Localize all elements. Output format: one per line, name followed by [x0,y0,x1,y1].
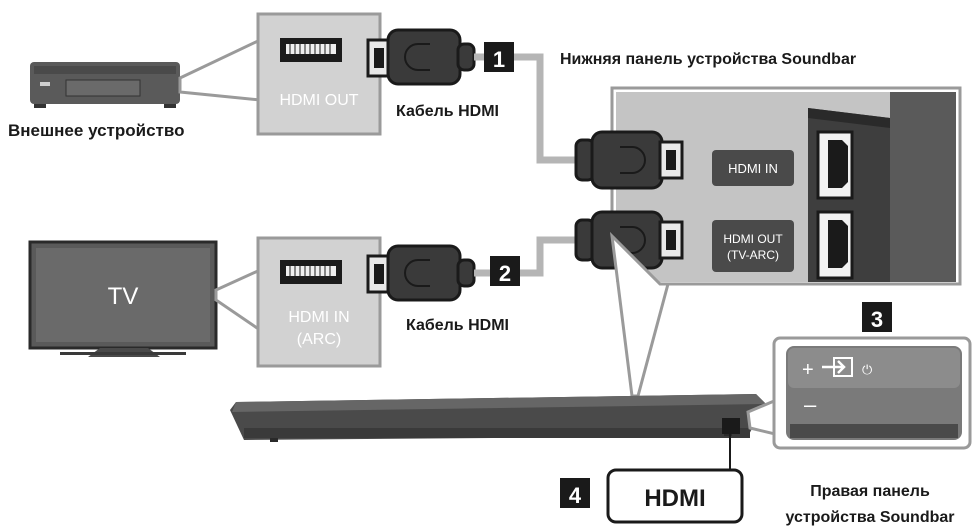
hdmi-display-label: HDMI [644,485,705,512]
step-1-label: 1 [493,47,505,72]
step-badge-1 [484,42,514,72]
step-badge-2 [490,256,520,286]
hdmi-plug-2-icon [366,244,476,302]
tv-label: TV [108,283,139,310]
step-badge-3 [862,302,892,332]
panel-hdmi-out-label-2: (TV-ARC) [727,248,779,262]
tv-icon [28,240,218,357]
step-2-label: 2 [499,261,511,286]
soundbar-icon [230,394,766,442]
panel-hdmi-out-label-1: HDMI OUT [723,232,783,246]
callout-wedge-external [178,37,262,102]
soundbar-bottom-panel-title: Нижняя панель устройства Soundbar [560,51,856,68]
hdmi-plug-1-icon [366,28,476,86]
hdmi-display-box [606,468,744,524]
hdmi-out-port-box [256,12,382,136]
cable-2-label: Кабель HDMI [406,317,509,334]
source-icon [822,357,853,377]
step-3-label: 3 [871,307,883,332]
cable-2-line [474,236,576,277]
hdmi-in-arc-label-1: HDMI IN [288,309,349,326]
callout-pointer-bottom [609,231,670,398]
right-panel-label-1: Правая панель [810,483,930,500]
external-device-label: Внешнее устройство [8,121,185,140]
cable-1-label: Кабель HDMI [396,103,499,120]
soundbar-right-panel [772,336,972,450]
step-badge-4 [560,478,590,508]
hdmi-in-arc-port-box [256,236,382,368]
hdmi-in-arc-label-2: (ARC) [297,331,341,348]
external-device-icon [30,62,180,108]
volume-minus-label: – [804,392,817,417]
volume-plus-label: + [802,359,814,381]
panel-plug-1-icon [574,130,684,190]
step-4-label: 4 [569,483,582,508]
power-icon: ⏻ [862,362,872,377]
callout-wedge-tv [214,267,262,333]
panel-hdmi-in-label: HDMI IN [728,161,778,176]
hdmi-out-port-label: HDMI OUT [279,92,358,109]
right-panel-label-2: устройства Soundbar [786,509,955,526]
